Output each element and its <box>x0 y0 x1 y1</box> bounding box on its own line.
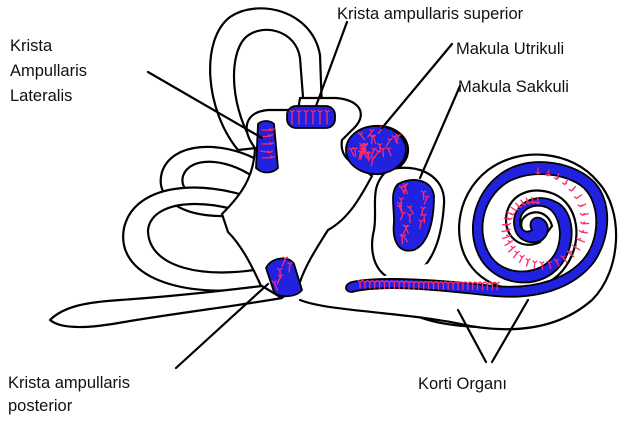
endolymphatic-sac <box>50 286 282 327</box>
label-krista-lateralis-line1: Krista <box>10 36 52 57</box>
leader-makula-sakkuli <box>420 86 460 178</box>
leader-krista-lateralis <box>148 72 262 138</box>
label-krista-lateralis-line3: Lateralis <box>10 86 72 107</box>
krista-superior-patch <box>287 106 335 128</box>
label-krista-superior: Krista ampullaris superior <box>337 4 523 25</box>
label-korti-organi: Korti Organı <box>418 374 507 395</box>
leader-makula-utrikuli <box>382 44 452 128</box>
krista-lateralis-patch <box>256 121 278 173</box>
label-krista-posterior-line1: Krista ampullaris <box>8 373 130 394</box>
label-makula-utrikuli: Makula Utrikuli <box>456 39 564 60</box>
label-makula-sakkuli: Makula Sakkuli <box>458 77 569 98</box>
label-krista-lateralis-line2: Ampullaris <box>10 61 87 82</box>
label-krista-posterior-line2: posterior <box>8 396 72 417</box>
